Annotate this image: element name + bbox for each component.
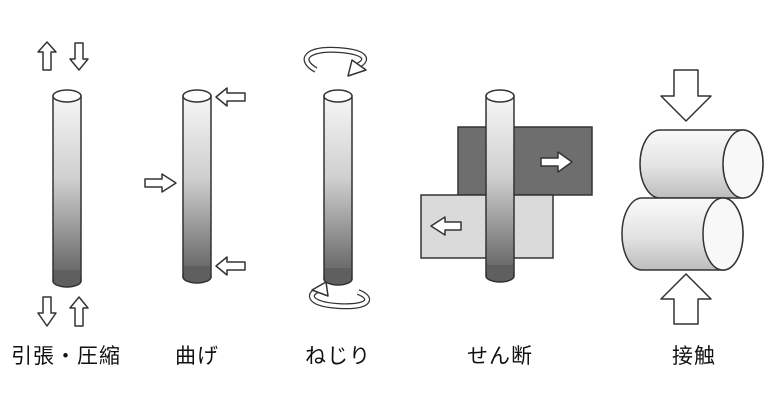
label-shear: せん断 (467, 344, 533, 368)
contact-up-arrow-icon (660, 273, 712, 325)
label-torsion: ねじり (305, 344, 371, 368)
bending-left-arrow-bottom-icon (215, 256, 246, 276)
bending-left-arrow-top-icon (215, 87, 246, 107)
torsion-rod (323, 89, 353, 286)
tension-compression-figure (37, 41, 89, 327)
torsion-top-rotation-arrow-icon (303, 46, 367, 77)
shear-left-arrow-icon (430, 216, 462, 236)
contact-down-arrow-icon (660, 69, 712, 122)
tension-up-arrow-icon (37, 41, 57, 71)
label-bending: 曲げ (175, 344, 219, 368)
shear-block-upper (457, 126, 593, 196)
tension-down-arrow-icon (37, 296, 57, 327)
label-tension-compression: 引張・圧縮 (11, 344, 121, 368)
shear-rod (485, 89, 515, 283)
bending-right-arrow-middle-icon (144, 173, 177, 193)
tension-rod (52, 89, 82, 288)
bending-figure (144, 87, 246, 284)
contact-roller-upper (639, 129, 764, 199)
label-contact: 接触 (672, 344, 716, 368)
torsion-figure (303, 46, 371, 310)
shear-figure (420, 89, 593, 283)
compression-up-arrow-icon (69, 296, 89, 327)
contact-figure (621, 69, 764, 325)
torsion-bottom-rotation-arrow-icon (309, 281, 371, 310)
shear-right-arrow-icon (540, 151, 573, 173)
bending-rod (182, 89, 212, 284)
compression-down-arrow-icon (69, 42, 89, 71)
contact-roller-lower (621, 197, 744, 271)
